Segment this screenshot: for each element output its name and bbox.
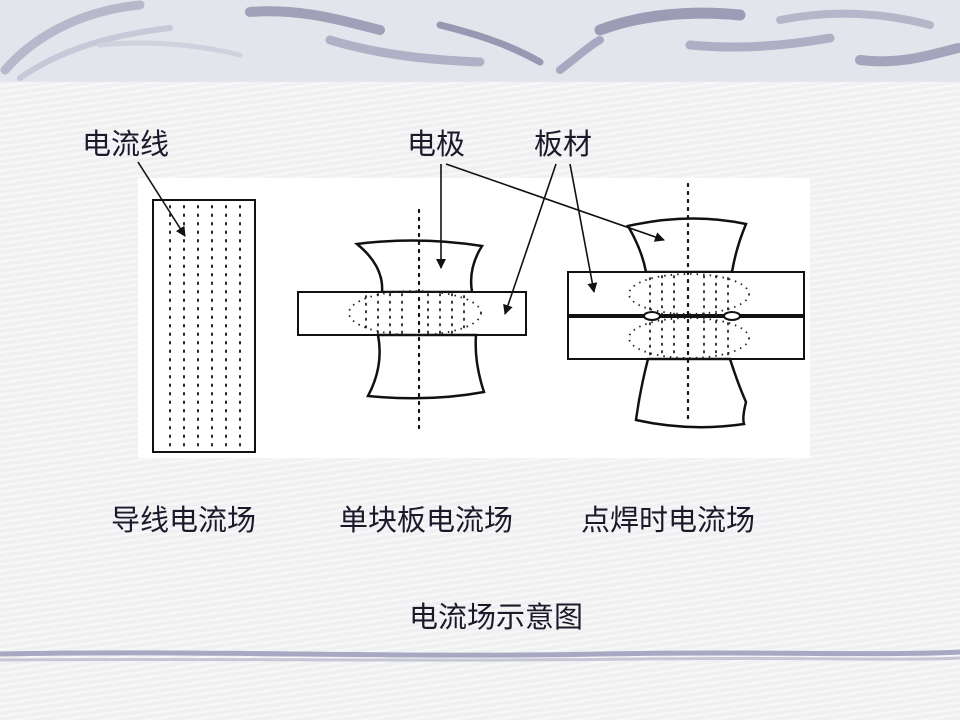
plate-arrow-single xyxy=(503,163,557,315)
leader-arrows xyxy=(137,161,665,315)
upper-plate xyxy=(567,271,805,317)
current-lines-label: 电流线 xyxy=(82,127,170,161)
lower-current-zone xyxy=(628,317,750,359)
upper-current-zone xyxy=(628,273,750,315)
single-plate-caption: 单块板电流场 xyxy=(339,503,514,537)
electrode-arrow-weld xyxy=(445,163,665,242)
electrode-label: 电极 xyxy=(407,127,466,161)
plate-rect xyxy=(297,291,527,336)
left-nugget-edge xyxy=(643,311,661,321)
current-lines-arrow xyxy=(137,161,186,237)
plate-label: 板材 xyxy=(534,127,593,161)
lower-electrode xyxy=(366,333,486,400)
plate-arrow-weld xyxy=(569,163,598,293)
lower-electrode-weld xyxy=(634,357,748,429)
plate-current-zone xyxy=(348,290,482,336)
spot-weld-caption: 点焊时电流场 xyxy=(581,503,756,537)
upper-electrode-weld xyxy=(626,217,748,274)
wire-current-lines xyxy=(169,205,241,447)
bottom-decorative-band xyxy=(0,649,960,662)
plate-current-dots xyxy=(365,293,465,335)
wire-caption: 导线电流场 xyxy=(111,503,257,537)
single-plate-figure xyxy=(297,208,527,434)
spot-weld-figure xyxy=(567,182,805,429)
right-nugget-edge xyxy=(723,311,741,321)
lower-plate xyxy=(567,315,805,360)
wire-figure xyxy=(152,199,256,453)
top-decorative-band xyxy=(0,0,960,82)
figure-title: 电流场示意图 xyxy=(409,600,584,634)
